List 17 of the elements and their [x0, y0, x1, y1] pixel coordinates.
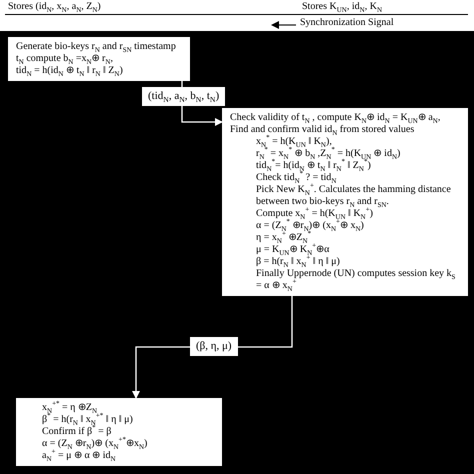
header-label: Stores (id$_{N}$, x$_{N}$, a$_{N}$, Z$_{N}$): [8, 1, 101, 13]
formula-text: a$_{N}$$^{+}$ = μ ⊕ α ⊕ id$_{N}$: [41, 450, 116, 462]
step-text: Check validity of t$_{N}$ , compute K$_{N}$⊕ id$_{N}$ = K$_{UN}$⊕ a$_{N}$,: [230, 112, 442, 124]
formula-text: α = (Z$_{N}$ ⊕r$_{N}$)⊕ (x$_{N}$$^{+*}$⊕x$_{N}$): [41, 438, 148, 450]
header-label: Stores K$_{UN}$, id$_{N}$, K$_{N}$: [302, 1, 382, 13]
process-box: [222, 108, 468, 296]
formula-text: Confirm if β$^{*}$ = β: [41, 426, 112, 438]
process-box: [8, 37, 190, 81]
step-text: tid$_{N}$ = h(id$_{N}$ ⊕ t$_{N}$ ‖ r$_{N}$ ‖ Z$_{N}$): [16, 65, 124, 77]
formula-text: β = h(r$_{N}$ ‖ x$_{N}$$^{+}$ ‖ η ‖ μ): [255, 256, 341, 268]
edge-label: (tid$_{N}$, a$_{N}$, b$_{N}$, t$_{N}$): [142, 87, 226, 106]
edge-label: (β, η, μ): [190, 337, 238, 356]
formula-text: μ = K$_{UN}$⊕ K$_{N}$$^{+}$⊕α: [255, 244, 330, 256]
formula-text: Check tid$_{N}$$^{*}$ ? = tid$_{N}$: [255, 172, 336, 184]
header-label: Synchronization Signal: [300, 17, 394, 29]
process-box: [16, 398, 222, 466]
formula-text: Pick New K$_{N}$$^{+}$. Calculates the hamming distance between two bio-keys r$_{N}$ and r$_{SN}$.: [255, 184, 452, 208]
